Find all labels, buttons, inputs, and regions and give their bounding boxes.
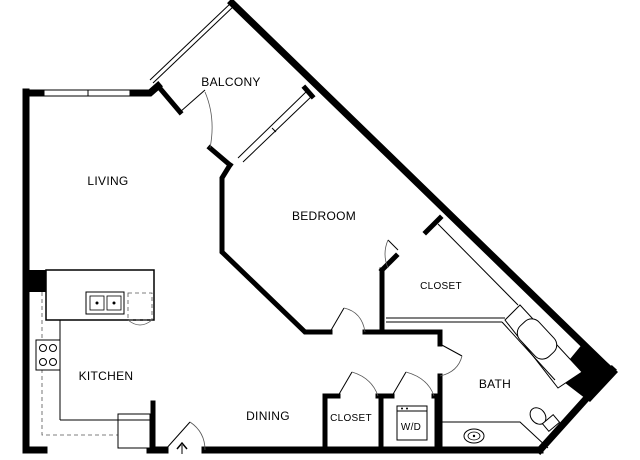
bath-vanity <box>440 421 549 449</box>
kitchen-range <box>35 339 61 371</box>
refrigerator <box>117 413 151 449</box>
structural-column <box>556 342 618 402</box>
bathtub <box>501 304 583 389</box>
label-washer-dryer: W/D <box>401 422 421 433</box>
label-dining: DINING <box>246 409 290 423</box>
washer-dryer-unit <box>396 405 428 441</box>
toilet <box>529 407 561 433</box>
closet-door-bedroom <box>384 239 399 269</box>
hall-closets <box>322 371 440 453</box>
bath-walls <box>437 329 463 453</box>
label-kitchen: KITCHEN <box>79 369 134 383</box>
bedroom-door <box>329 307 366 333</box>
label-closet-hall: CLOSET <box>330 413 372 424</box>
kitchen-sink <box>85 291 125 315</box>
label-living: LIVING <box>87 174 128 188</box>
label-bedroom: BEDROOM <box>292 209 356 223</box>
structural-column-left <box>26 270 46 292</box>
label-bath: BATH <box>479 377 511 391</box>
bedroom-walls <box>219 84 519 335</box>
balcony-door <box>179 89 213 149</box>
label-balcony: BALCONY <box>201 75 260 89</box>
living-window <box>43 89 131 97</box>
entry-door <box>164 421 206 454</box>
label-closet-bedroom: CLOSET <box>420 281 462 292</box>
balcony-railing <box>149 1 236 84</box>
